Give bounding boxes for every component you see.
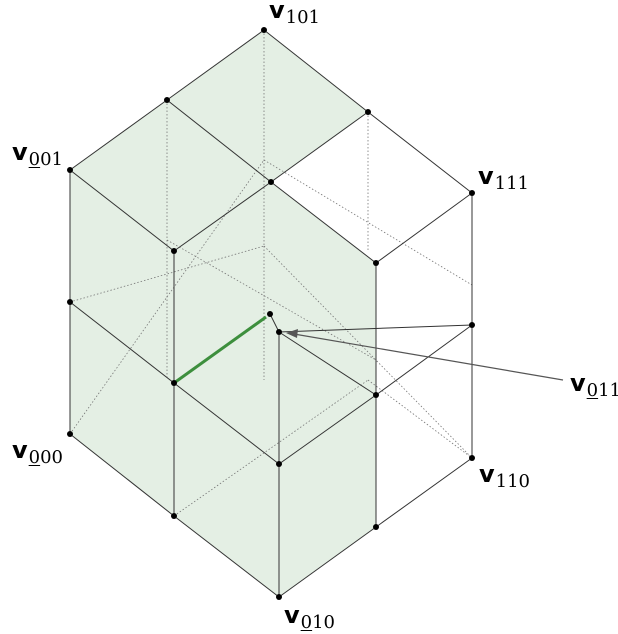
vertex-dot xyxy=(267,311,273,317)
edge xyxy=(270,181,377,264)
shaded-faces xyxy=(70,30,376,597)
edge xyxy=(278,394,377,465)
vertex-dot xyxy=(373,524,379,530)
vertex-dot xyxy=(469,455,475,461)
edge xyxy=(173,181,272,252)
edge xyxy=(166,29,265,101)
hidden-edge xyxy=(263,245,473,459)
vertex-dot xyxy=(67,167,73,173)
vertex-dot xyxy=(261,27,267,33)
vertex-dot xyxy=(164,97,170,103)
vertex-dot xyxy=(268,179,274,185)
vertex-dot xyxy=(171,380,177,386)
edge xyxy=(173,382,280,465)
arrow-line xyxy=(293,333,564,381)
hidden-edges xyxy=(69,30,473,517)
edge xyxy=(278,526,377,598)
shaded-face xyxy=(174,182,376,597)
edge xyxy=(278,331,377,396)
label-v001: v001 xyxy=(12,138,64,170)
hidden-edge xyxy=(69,245,265,303)
highlight-edge xyxy=(173,315,267,385)
shaded-face xyxy=(70,100,271,251)
edge xyxy=(375,324,473,396)
edge xyxy=(375,192,473,264)
label-v101: v101 xyxy=(269,0,321,28)
label-v111: v111 xyxy=(478,162,530,194)
highlighted-edge xyxy=(173,315,267,385)
vertex-dot xyxy=(365,109,371,115)
edge xyxy=(367,111,473,194)
hidden-edge xyxy=(173,379,369,517)
vertex-dot xyxy=(276,461,282,467)
edge xyxy=(278,324,473,333)
edge xyxy=(173,515,280,598)
edge xyxy=(69,99,168,171)
label-v000: v000 xyxy=(12,436,64,468)
vertex-dot xyxy=(469,190,475,196)
vertex-dot xyxy=(67,431,73,437)
edge xyxy=(269,313,280,333)
vertex-dot xyxy=(67,299,73,305)
edge xyxy=(375,457,473,528)
label-v110: v110 xyxy=(479,460,531,492)
vertex-dot xyxy=(171,513,177,519)
vertex-dot xyxy=(276,329,282,335)
edge xyxy=(69,169,175,252)
visible-edges xyxy=(69,29,473,598)
edge xyxy=(263,29,369,113)
vertex-dot xyxy=(171,248,177,254)
shaded-face xyxy=(167,30,368,182)
arrow-head xyxy=(286,329,298,338)
edge xyxy=(69,301,175,384)
vertex-dot xyxy=(276,594,282,600)
edge xyxy=(69,433,175,517)
label-v010: v010 xyxy=(284,601,336,633)
hidden-edge xyxy=(367,379,473,459)
hidden-edge xyxy=(166,239,377,361)
edge xyxy=(166,99,272,183)
pointer-arrow xyxy=(286,329,564,381)
vertices xyxy=(67,27,475,600)
vertex-dot xyxy=(373,392,379,398)
label-v011: v011 xyxy=(570,369,618,401)
edge xyxy=(270,111,369,183)
vertex-dot xyxy=(373,260,379,266)
vertex-dot xyxy=(469,322,475,328)
